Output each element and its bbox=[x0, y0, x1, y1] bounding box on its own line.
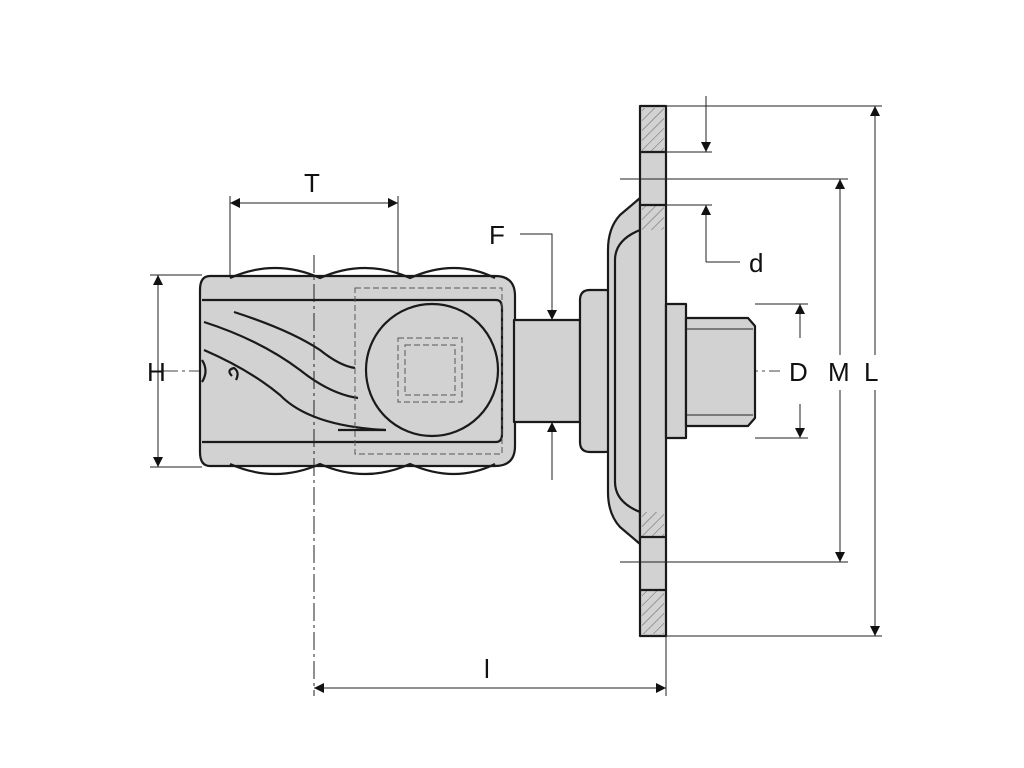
label-l-length: l bbox=[484, 654, 490, 684]
label-d-small: d bbox=[749, 248, 763, 278]
dimension-d-small: d bbox=[666, 96, 763, 278]
dimension-t: T bbox=[229, 168, 399, 276]
dimension-h: H bbox=[147, 274, 202, 468]
label-f: F bbox=[489, 220, 505, 250]
label-d-large: D bbox=[789, 357, 808, 387]
label-l: L bbox=[864, 357, 878, 387]
dimension-m: M bbox=[620, 178, 850, 563]
flange bbox=[606, 104, 668, 638]
dimension-l: L bbox=[666, 105, 882, 637]
label-m: M bbox=[828, 357, 850, 387]
label-t: T bbox=[304, 168, 320, 198]
threaded-stud bbox=[664, 302, 757, 440]
knob-body bbox=[198, 266, 517, 476]
dimension-f: F bbox=[489, 220, 557, 480]
label-h: H bbox=[147, 357, 166, 387]
dimension-l-length: l bbox=[313, 255, 667, 696]
neck bbox=[512, 318, 582, 424]
dimension-d-large: D bbox=[755, 303, 808, 439]
